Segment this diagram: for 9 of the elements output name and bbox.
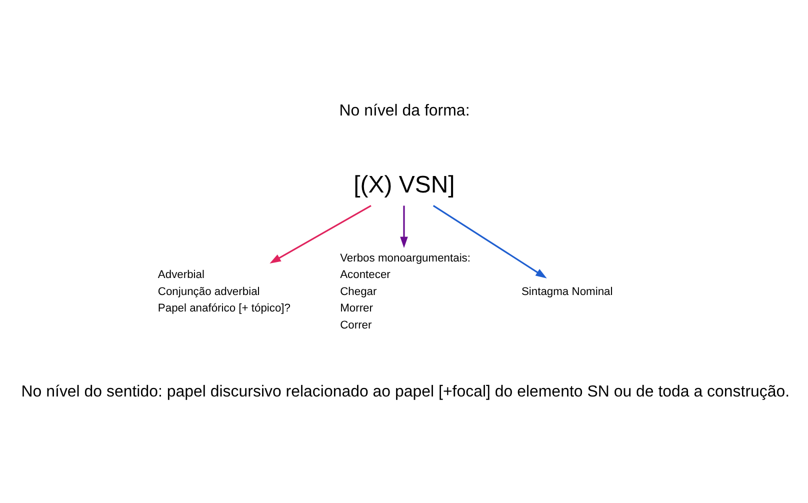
label: No nível da forma:: [339, 102, 470, 119]
arrow: [270, 204, 372, 263]
arrow: [432, 204, 547, 278]
arrow: [400, 205, 408, 248]
label: No nível do sentido: papel discursivo relacionado ao papel [+focal] do elemento SN ou de toda a construção.: [21, 383, 790, 400]
node-text: Sintagma Nominal: [521, 285, 613, 298]
node-text: [(X) VSN]: [354, 170, 455, 198]
node-text: Verbos monoargumentais: Acontecer Chegar Morrer Correr: [340, 252, 470, 331]
node-text: Adverbial Conjunção adverbial Papel anafórico [+ tópico]?: [158, 268, 291, 314]
